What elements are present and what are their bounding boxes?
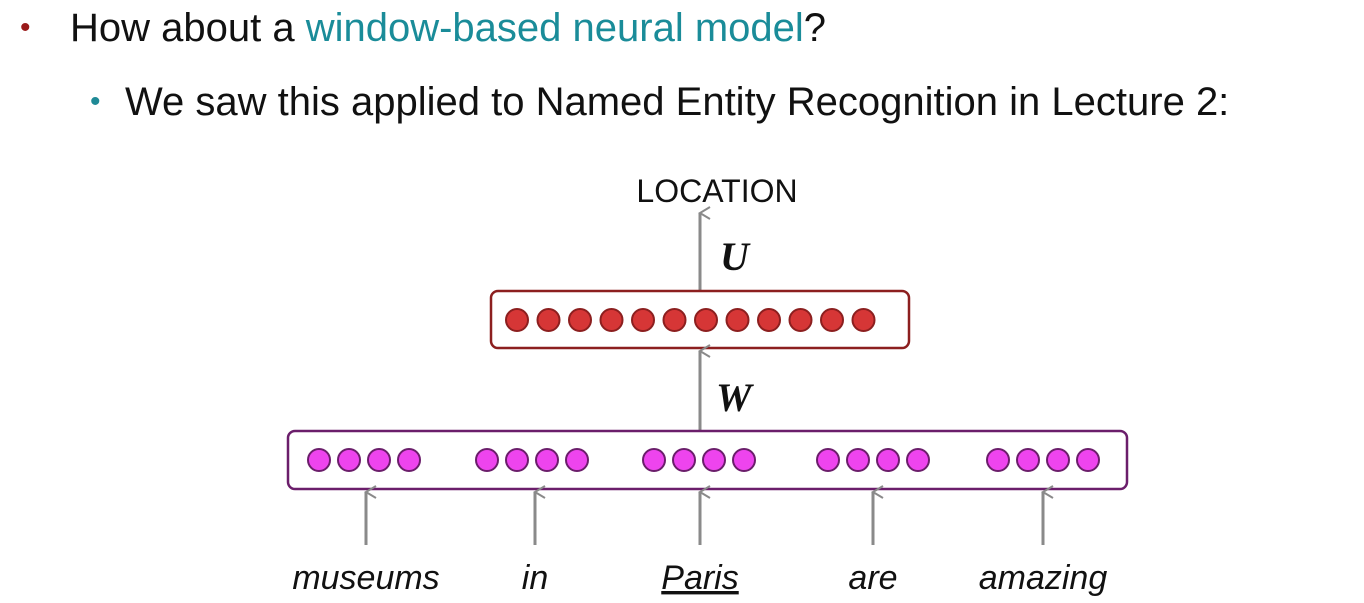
hidden-unit (820, 308, 844, 332)
input-unit-are (816, 448, 840, 472)
bullet-1-highlight: window-based neural model (305, 6, 804, 50)
bullet-1-suffix: ? (803, 6, 827, 50)
input-unit-in (505, 448, 529, 472)
hidden-unit (631, 308, 655, 332)
bullet-line-1: • How about a window-based neural model? (20, 8, 826, 48)
word-label-amazing: amazing (979, 559, 1108, 597)
hidden-unit (568, 308, 592, 332)
hidden-unit (788, 308, 813, 332)
output-label: LOCATION (636, 173, 797, 209)
word-arrows (364, 485, 1054, 545)
hidden-unit (536, 308, 561, 332)
word-label-Paris: Paris (661, 559, 738, 597)
hidden-unit (505, 308, 529, 332)
weight-u-label: U (720, 234, 751, 279)
bullet-marker: • (20, 11, 31, 44)
hidden-unit (725, 308, 750, 332)
input-unit-Paris (672, 448, 696, 472)
input-unit-museums (397, 448, 421, 472)
sub-bullet-marker: • (90, 85, 101, 118)
input-unit-museums (307, 448, 331, 472)
input-unit-Paris (732, 448, 756, 472)
hidden-units (505, 308, 876, 332)
weight-w-label: W (716, 375, 754, 420)
word-label-in: in (522, 559, 548, 597)
input-unit-are (876, 448, 900, 472)
input-unit-amazing (1016, 448, 1040, 472)
input-unit-amazing (1076, 448, 1100, 472)
bullet-1-prefix: How about a (70, 6, 306, 50)
hidden-unit (662, 308, 687, 332)
bullet-line-2: • We saw this applied to Named Entity Rec… (90, 82, 1229, 122)
input-unit-in (475, 448, 499, 472)
word-labels: museums in Paris are amazing (292, 559, 1107, 597)
input-unit-amazing (986, 448, 1010, 472)
input-unit-museums (367, 448, 391, 472)
bullet-2-text: We saw this applied to Named Entity Reco… (125, 80, 1230, 124)
hidden-unit (599, 308, 624, 332)
input-units (307, 448, 1100, 472)
hidden-unit (694, 308, 718, 332)
input-unit-Paris (702, 448, 726, 472)
word-label-are: are (848, 559, 897, 597)
input-unit-in (535, 448, 559, 472)
hidden-unit (851, 308, 876, 332)
input-unit-in (565, 448, 589, 472)
input-unit-are (906, 448, 930, 472)
input-unit-museums (337, 448, 361, 472)
input-unit-Paris (642, 448, 666, 472)
input-unit-are (846, 448, 870, 472)
input-unit-amazing (1046, 448, 1070, 472)
word-label-museums: museums (292, 559, 439, 597)
hidden-unit (757, 308, 781, 332)
